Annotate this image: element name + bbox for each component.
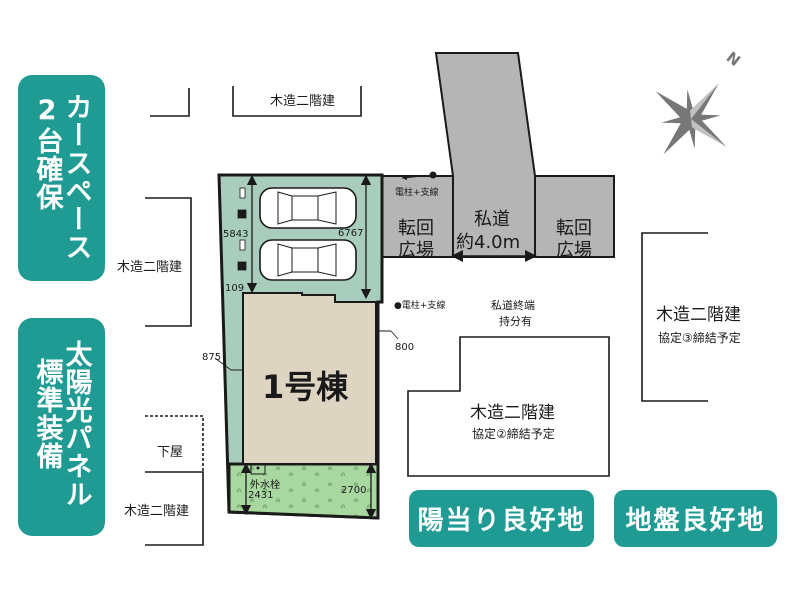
- solar-badge-line2: 標準装備: [31, 358, 63, 470]
- road-end-line1: 私道終端: [491, 299, 535, 312]
- dim-left-parking: 5843: [223, 229, 249, 240]
- car-2: [259, 239, 357, 281]
- private-road-line1: 私道: [474, 209, 510, 230]
- dim-right-parking: 6767: [338, 228, 364, 239]
- neighbor-right-mid-title: 木造二階建: [470, 403, 555, 423]
- neighbor-far-right-title: 木造二階建: [656, 305, 741, 325]
- neighbor-annex-label: 下屋: [157, 445, 184, 460]
- dim-rear-right: 2700: [341, 485, 367, 496]
- turnaround-right-line1: 転回: [556, 218, 592, 239]
- sunlight-badge: 陽当り良好地: [409, 490, 594, 547]
- solar-badge-line1: 太陽光パネル: [60, 340, 92, 508]
- utility-pole-top-label: 電柱+支線: [395, 188, 439, 198]
- turnaround-left-line1: 転回: [398, 218, 434, 239]
- private-road-width: 約4.0m: [456, 232, 521, 253]
- turnaround-right-line2: 広場: [556, 240, 592, 261]
- carspace-badge-line1: カースペース: [60, 93, 92, 261]
- solar-panel-badge: 太陽光パネル 標準装備: [18, 318, 105, 536]
- neighbor-left-mid-label: 木造二階建: [117, 260, 183, 275]
- meter-icons: [237, 187, 247, 271]
- dim-side-left: 875: [202, 352, 222, 363]
- ground-badge-label: 地盤良好地: [625, 506, 766, 536]
- neighbor-right-mid-note: 協定②締結予定: [472, 427, 555, 441]
- ground-badge: 地盤良好地: [614, 490, 777, 547]
- utility-pole-side-label: ●電柱+支線: [394, 301, 446, 311]
- private-road: [381, 52, 615, 258]
- sunlight-badge-label: 陽当り良好地: [417, 506, 586, 536]
- car-1: [259, 187, 357, 229]
- road-end-line2: 持分有: [499, 315, 532, 328]
- neighbor-left-bottom-label: 木造二階建: [124, 504, 190, 519]
- carspace-badge: カースペース 2台確保: [18, 75, 105, 281]
- compass-rose-icon: [655, 83, 727, 155]
- neighbor-outlines: [145, 86, 708, 546]
- dimension-lines: [214, 174, 399, 520]
- water-faucet-box: [250, 463, 266, 475]
- utility-pole-top: [401, 171, 437, 180]
- dim-gap-top: 109: [225, 283, 245, 294]
- building-label: 1号棟: [262, 368, 349, 406]
- water-faucet-label: 外水栓: [250, 480, 280, 491]
- parked-cars: [259, 187, 357, 281]
- neighbor-far-right-note: 協定③締結予定: [658, 331, 741, 345]
- neighbor-top-label: 木造二階建: [270, 94, 336, 109]
- turnaround-left-line2: 広場: [398, 240, 434, 261]
- dim-side-right: 800: [395, 342, 415, 353]
- dim-rear-left: 2431: [248, 490, 274, 501]
- carspace-badge-line2: 2台確保: [31, 95, 63, 211]
